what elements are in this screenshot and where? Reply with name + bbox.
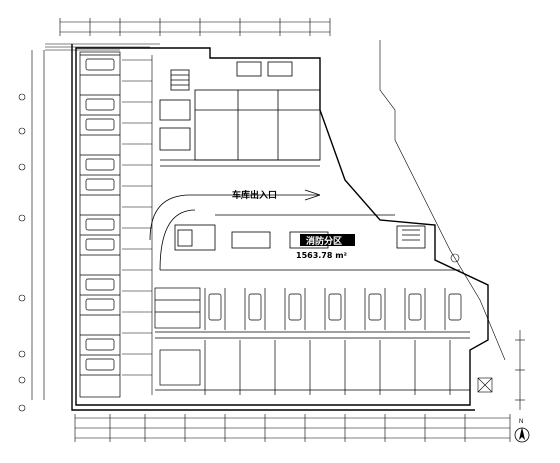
core-area xyxy=(160,214,460,271)
fire-zone-area: 1563.78 m² xyxy=(296,251,348,260)
corner-details xyxy=(450,253,493,393)
entrance-label: 车库出入口 xyxy=(232,189,277,201)
right-dimension-lines xyxy=(515,330,525,410)
top-rooms xyxy=(159,61,321,167)
fire-zone-tag: 消防分区 1563.78 m² xyxy=(296,234,355,260)
bottom-parking-row xyxy=(154,287,470,339)
top-dimension-lines xyxy=(59,18,331,36)
north-label: N xyxy=(519,419,523,425)
site-boundary xyxy=(379,40,506,361)
outer-walls xyxy=(71,44,489,411)
fire-zone-label: 消防分区 xyxy=(306,235,342,247)
north-arrow: N xyxy=(514,419,530,443)
second-parking-column xyxy=(122,55,153,395)
left-axis-markers xyxy=(18,50,45,412)
bottom-rooms xyxy=(155,340,470,395)
notes-block xyxy=(45,43,160,51)
left-parking-column xyxy=(79,51,121,398)
bottom-dimension-lines xyxy=(74,414,511,442)
entrance-ramp xyxy=(149,189,321,271)
